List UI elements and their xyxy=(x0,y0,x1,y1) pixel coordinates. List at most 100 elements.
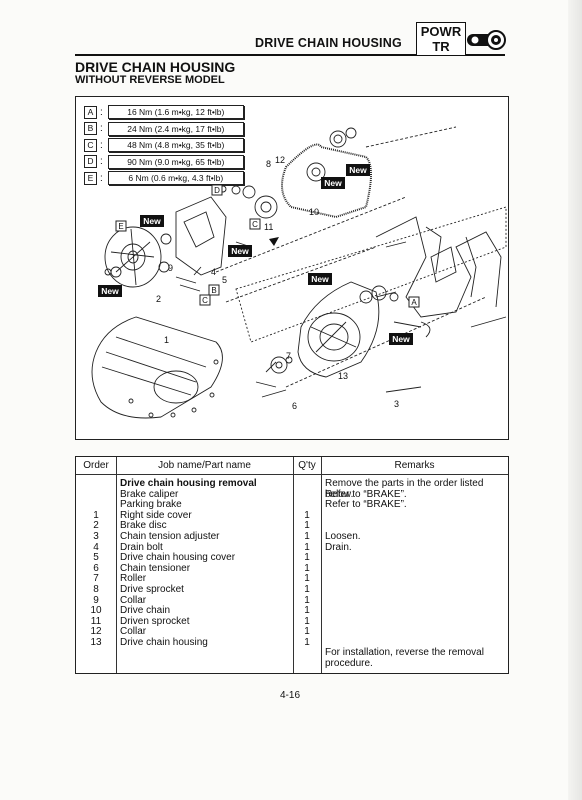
new-label: New xyxy=(143,216,161,226)
torque-letter: B xyxy=(84,122,97,136)
cell-job: Chain tension adjuster xyxy=(120,531,220,542)
callout-number: 12 xyxy=(275,155,285,165)
footnote-line-2: procedure. xyxy=(325,658,373,669)
cell-order: 3 xyxy=(93,531,99,542)
callout-number: 4 xyxy=(211,267,216,277)
cell-job: Drive chain housing xyxy=(120,637,208,648)
chain-sprocket-icon xyxy=(467,30,506,50)
cell-job: Collar xyxy=(120,594,147,606)
cell-job: Chain tensioner xyxy=(120,562,191,574)
torque-spec-list: A : 16 Nm (1.6 m•kg, 12 ft•lb) B : 24 Nm… xyxy=(84,104,244,187)
new-label: New xyxy=(392,334,410,344)
header-qty: Q'ty xyxy=(298,460,316,471)
callout-number: 13 xyxy=(338,371,348,381)
torque-spec-row: C : 48 Nm (4.8 m•kg, 35 ft•lb) xyxy=(84,137,244,154)
cell-qty: 1 xyxy=(304,509,310,521)
cell-order: 11 xyxy=(90,615,102,627)
cell-qty: 1 xyxy=(304,626,310,638)
header-rule xyxy=(75,54,505,56)
cell-qty: 1 xyxy=(304,573,310,585)
cell-qty: 1 xyxy=(304,531,310,542)
torque-value: 24 Nm (2.4 m•kg, 17 ft•lb) xyxy=(107,121,244,136)
header-order: Order xyxy=(83,460,109,471)
torque-value: 48 Nm (4.8 m•kg, 35 ft•lb) xyxy=(107,138,244,153)
callout-letter-c: C xyxy=(202,296,208,305)
cell-job: Driven sprocket xyxy=(120,615,190,627)
cell-order: 13 xyxy=(90,637,102,648)
section-title: DRIVE CHAIN HOUSING xyxy=(75,59,236,75)
callout-number: 2 xyxy=(156,294,161,304)
callout-number: 3 xyxy=(394,399,399,409)
torque-value: 6 Nm (0.6 m•kg, 4.3 ft•lb) xyxy=(107,171,244,186)
cell-order: 9 xyxy=(93,594,99,606)
cell-remarks: Refer to “BRAKE”. xyxy=(325,488,407,500)
cell-qty: 1 xyxy=(304,520,310,532)
badge-line-1: POWR xyxy=(420,24,462,39)
footnote-line-1: For installation, reverse the removal xyxy=(325,647,484,658)
new-label: New xyxy=(311,274,329,284)
callout-number: 8 xyxy=(266,159,271,169)
torque-letter: D xyxy=(84,155,97,169)
cell-job: Drain bolt xyxy=(120,541,163,553)
cell-remarks: Loosen. xyxy=(325,531,361,542)
page-edge-shadow xyxy=(568,0,582,800)
cell-job: Drive chain housing cover xyxy=(120,552,236,564)
cell-job: Right side cover xyxy=(120,509,192,521)
sealant-mark-icon xyxy=(269,237,279,246)
exploded-diagram-box: A : 16 Nm (1.6 m•kg, 12 ft•lb) B : 24 Nm… xyxy=(75,96,509,440)
torque-spec-row: E : 6 Nm (0.6 m•kg, 4.3 ft•lb) xyxy=(84,170,244,187)
cell-order: 8 xyxy=(93,584,99,595)
callout-letter-c: C xyxy=(252,220,258,229)
callout-letter-e: E xyxy=(118,222,123,231)
cell-order: 12 xyxy=(90,626,102,638)
cell-qty: 1 xyxy=(304,552,310,564)
callout-letter-a: A xyxy=(411,298,417,307)
cell-job: Drive sprocket xyxy=(120,584,184,595)
parts-table: Order Job name/Part name Q'ty Remarks Dr… xyxy=(75,456,509,674)
cell-remarks: Remove the parts in the order listed bel… xyxy=(325,478,484,500)
new-label: New xyxy=(349,165,367,175)
cell-qty: 1 xyxy=(304,615,310,627)
cell-job: Parking brake xyxy=(120,499,182,511)
cell-order: 1 xyxy=(93,509,99,521)
callout-number: 9 xyxy=(168,263,173,273)
section-subtitle: WITHOUT REVERSE MODEL xyxy=(75,74,225,86)
callout-letter-b: B xyxy=(211,286,216,295)
new-label: New xyxy=(101,286,119,296)
cell-qty: 1 xyxy=(304,562,310,574)
cell-order: 7 xyxy=(93,573,99,585)
torque-letter: A xyxy=(84,105,97,119)
exploded-view-drawing: D E C B C A New New New New New New xyxy=(91,126,507,419)
new-label: New xyxy=(324,178,342,188)
torque-spec-row: A : 16 Nm (1.6 m•kg, 12 ft•lb) xyxy=(84,104,244,121)
badge-line-2: TR xyxy=(432,39,450,54)
cell-job: Drive chain xyxy=(120,605,171,617)
cell-order: 4 xyxy=(93,541,99,553)
cell-order: 2 xyxy=(93,520,99,532)
callout-number: 5 xyxy=(222,275,227,285)
cell-qty: 1 xyxy=(304,541,310,553)
cell-order: 10 xyxy=(90,605,102,617)
torque-spec-row: D : 90 Nm (9.0 m•kg, 65 ft•lb) xyxy=(84,154,244,171)
cell-remarks: Drain. xyxy=(325,541,352,553)
torque-letter: C xyxy=(84,138,97,152)
cell-job: Drive chain housing removal xyxy=(120,478,257,489)
torque-value: 16 Nm (1.6 m•kg, 12 ft•lb) xyxy=(107,105,244,120)
callout-number: 11 xyxy=(264,222,273,232)
cell-job: Collar xyxy=(120,626,147,638)
callout-letter-d: D xyxy=(214,186,220,195)
cell-remarks: Refer to “BRAKE”. xyxy=(325,499,407,511)
callout-number: 1 xyxy=(164,335,169,345)
torque-spec-row: B : 24 Nm (2.4 m•kg, 17 ft•lb) xyxy=(84,121,244,138)
cell-qty: 1 xyxy=(304,594,310,606)
cell-order: 6 xyxy=(93,562,99,574)
torque-value: 90 Nm (9.0 m•kg, 65 ft•lb) xyxy=(107,154,244,169)
header-title: DRIVE CHAIN HOUSING xyxy=(255,36,402,50)
new-label: New xyxy=(231,246,249,256)
cell-job: Brake disc xyxy=(120,520,167,532)
section-badge: POWR TR xyxy=(416,22,466,56)
cell-qty: 1 xyxy=(304,637,310,648)
cell-job: Roller xyxy=(120,573,147,585)
cell-order: 5 xyxy=(93,552,99,564)
cell-qty: 1 xyxy=(304,605,310,617)
